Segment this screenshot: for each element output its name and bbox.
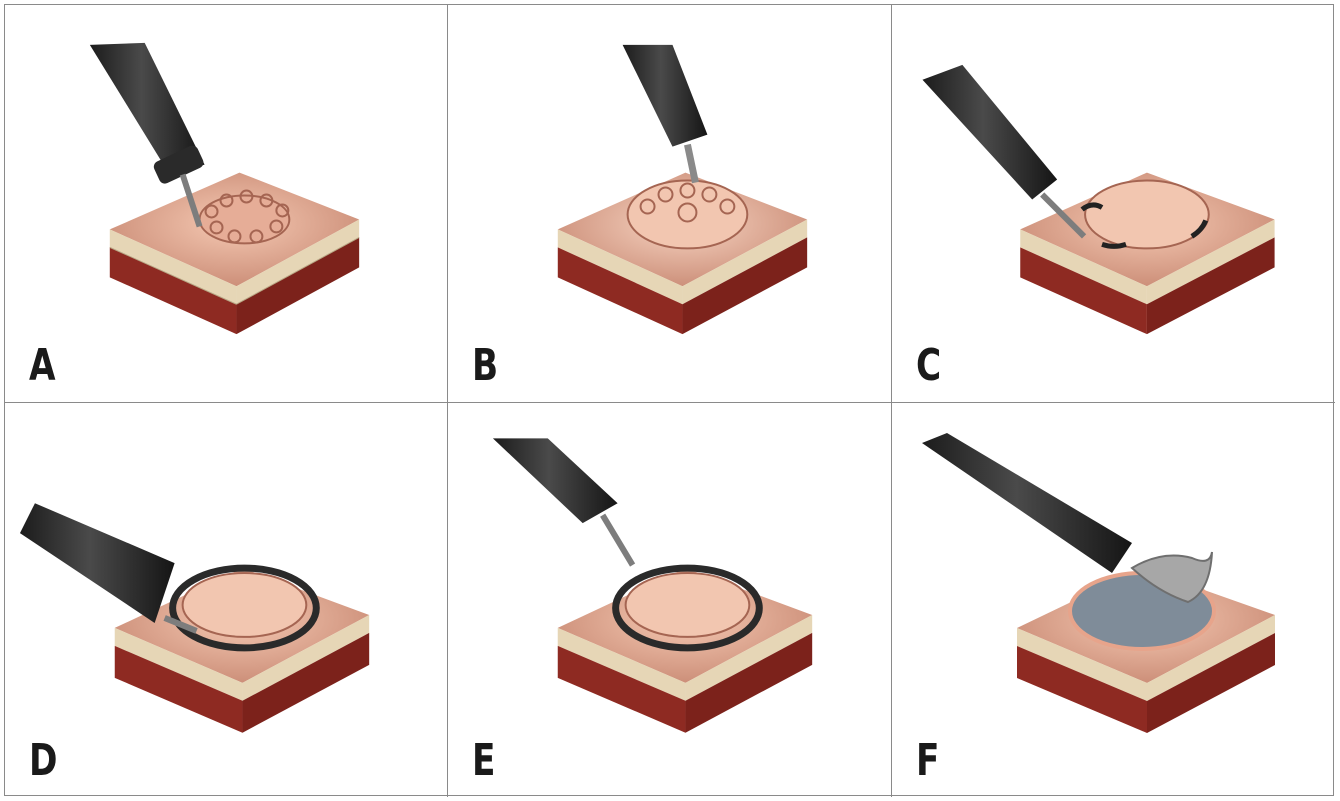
panel-f: F	[892, 403, 1335, 797]
raised-lesion	[628, 181, 748, 249]
endoscope	[623, 45, 708, 183]
panel-b-illustration	[448, 5, 891, 402]
panel-b: B	[448, 5, 892, 403]
lesion-with-incisions	[1082, 181, 1209, 249]
panel-a-illustration	[5, 5, 447, 402]
panel-f-illustration	[892, 403, 1335, 797]
circumferential-incision	[173, 568, 317, 648]
panel-c: C	[892, 5, 1335, 403]
panel-label-c: C	[916, 344, 941, 388]
panel-a: A	[5, 5, 448, 403]
endoscope	[922, 65, 1084, 237]
panel-label-b: B	[472, 344, 498, 388]
endoscope	[922, 433, 1132, 573]
panel-label-f: F	[916, 739, 939, 783]
esd-steps-figure: A	[4, 4, 1334, 796]
endoscope	[493, 438, 633, 565]
panel-e-illustration	[448, 403, 891, 797]
panel-label-a: A	[29, 344, 56, 388]
panel-label-d: D	[29, 739, 57, 783]
panel-e: E	[448, 403, 892, 797]
circumferential-incision	[616, 568, 760, 648]
endoscope	[90, 43, 206, 227]
panel-c-illustration	[892, 5, 1335, 402]
panel-d: D	[5, 403, 448, 797]
panel-d-illustration	[5, 403, 447, 797]
panel-label-e: E	[472, 739, 495, 783]
